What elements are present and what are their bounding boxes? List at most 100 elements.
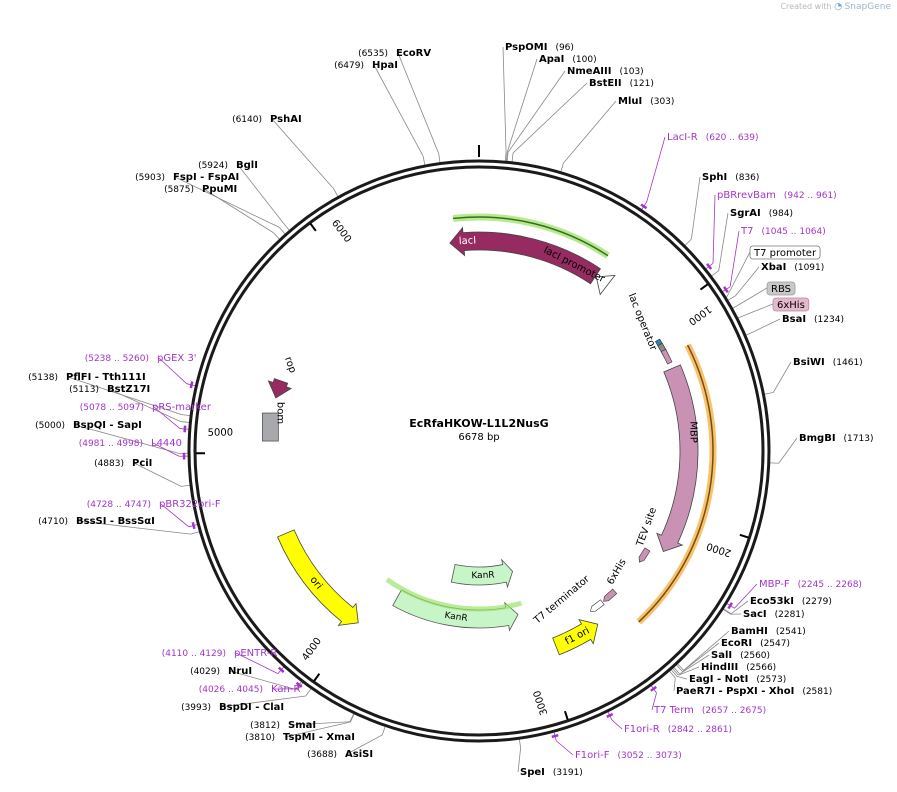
enzyme-eco53ki[interactable]: Eco53kI(2279) xyxy=(750,596,832,607)
enzyme-bgli[interactable]: BglI(5924) xyxy=(198,160,258,171)
enzyme-asisi[interactable]: AsiSI(3688) xyxy=(307,749,373,760)
enzyme-bspqi-sapi[interactable]: BspQI - SapI(5000) xyxy=(35,420,142,431)
enzyme-nmeaiii[interactable]: NmeAIII(103) xyxy=(567,66,644,77)
tick-mark-3000 xyxy=(563,710,569,721)
site-name: PshAI xyxy=(270,114,302,125)
leader-line xyxy=(678,666,700,676)
site-name: TspMI - XmaI xyxy=(283,732,355,743)
enzyme-pflfi-tth111i[interactable]: PflFI - Tth111I(5138) xyxy=(28,372,146,383)
site-name: BsiWI xyxy=(793,357,825,368)
site-position: (1045 .. 1064) xyxy=(761,227,825,237)
enzyme-bsssi-bsss-i[interactable]: BssSI - BssSαI(4710) xyxy=(38,516,155,527)
site-name: BspDI - ClaI xyxy=(219,702,284,713)
feature-laci-promoter xyxy=(595,274,616,296)
leader-line xyxy=(651,692,657,711)
site-position: (2245 .. 2268) xyxy=(798,580,862,590)
enzyme-saci[interactable]: SacI(2281) xyxy=(743,609,805,620)
leader-line xyxy=(778,437,798,464)
enzyme-bsai[interactable]: BsaI(1234) xyxy=(782,314,844,325)
primer-mark xyxy=(723,286,729,294)
credit-prefix: Created with xyxy=(780,2,832,11)
enzyme-sphi[interactable]: SphI(836) xyxy=(702,172,759,183)
primer-l4440[interactable]: L4440(4981 .. 4998) xyxy=(79,438,182,449)
enzyme-mlui[interactable]: MluI(303) xyxy=(618,96,674,107)
enzyme-ppumi[interactable]: PpuMI(5875) xyxy=(164,184,237,195)
primer-pbr322ori-f[interactable]: pBR322ori-F(4728 .. 4747) xyxy=(87,499,221,510)
small-feature-arrow xyxy=(589,599,605,612)
enzyme-hindiii[interactable]: HindIII(2566) xyxy=(701,662,776,673)
enzyme-hpai[interactable]: HpaI(6479) xyxy=(334,60,398,71)
enzyme-bspdi-clai[interactable]: BspDI - ClaI(3993) xyxy=(181,702,284,713)
leader-line xyxy=(512,82,588,154)
primer-mark xyxy=(189,381,194,389)
site-name: AsiSI xyxy=(345,749,373,760)
feature-box-rbs[interactable]: RBS xyxy=(766,281,796,296)
leader-stub xyxy=(518,739,522,749)
enzyme-smai[interactable]: SmaI(3812) xyxy=(250,720,316,731)
enzyme-pspomi[interactable]: PspOMI(96) xyxy=(505,42,574,53)
site-position: (5238 .. 5260) xyxy=(85,354,149,364)
site-name: Kan-R xyxy=(271,684,300,695)
leader-line xyxy=(673,677,676,692)
leader-stub xyxy=(722,609,731,615)
enzyme-ecori[interactable]: EcoRI(2547) xyxy=(721,638,790,649)
enzyme-eagi-noti[interactable]: EagI - NotI(2573) xyxy=(689,674,786,685)
enzyme-spei[interactable]: SpeI(3191) xyxy=(520,767,583,778)
primer-mbp-f[interactable]: MBP-F(2245 .. 2268) xyxy=(759,579,862,590)
enzyme-pcii[interactable]: PciI(4883) xyxy=(94,458,152,469)
site-position: (2281) xyxy=(775,610,805,620)
feature-box-frame xyxy=(766,281,796,296)
enzyme-xbai[interactable]: XbaI(1091) xyxy=(761,262,824,273)
leader-line xyxy=(506,58,538,153)
primer-prs-marker[interactable]: pRS-marker(5078 .. 5097) xyxy=(80,402,212,413)
site-name: T7 Term xyxy=(653,705,694,716)
plasmid-length: 6678 bp xyxy=(458,432,499,443)
enzyme-sali[interactable]: SalI(2560) xyxy=(711,650,770,661)
site-name: pBR322ori-F xyxy=(159,499,221,510)
primer-t7-term[interactable]: T7 Term(2657 .. 2675) xyxy=(653,705,766,716)
primer-mark xyxy=(640,203,648,210)
small-feature-marker xyxy=(660,349,673,365)
enzyme-bstz17i[interactable]: BstZ17I(5113) xyxy=(69,384,150,395)
primer-t7[interactable]: T7(1045 .. 1064) xyxy=(740,226,826,237)
feature-kanr-label: KanR xyxy=(471,571,495,582)
primer-pentr-r[interactable]: pENTR-R(4110 .. 4129) xyxy=(162,648,278,659)
feature-box-text: 6xHis xyxy=(777,300,805,311)
primer-mark xyxy=(551,733,559,739)
leader-line xyxy=(220,695,306,708)
leader-line xyxy=(737,303,774,319)
enzyme-apai[interactable]: ApaI(100) xyxy=(539,54,597,65)
enzyme-sgrai[interactable]: SgrAI(984) xyxy=(730,208,793,219)
leader-stub xyxy=(673,667,681,675)
primer-f1ori-r[interactable]: F1ori-R(2842 .. 2861) xyxy=(624,724,732,735)
feature-ori xyxy=(277,529,359,626)
enzyme-bsiwi[interactable]: BsiWI(1461) xyxy=(793,357,863,368)
site-name: L4440 xyxy=(151,438,182,449)
primer-pbrrevbam[interactable]: pBRrevBam(942 .. 961) xyxy=(717,190,837,201)
enzyme-pshai[interactable]: PshAI(6140) xyxy=(232,114,302,125)
primer-pgex-3[interactable]: pGEX 3'(5238 .. 5260) xyxy=(85,353,197,364)
enzyme-paer7i-pspxi-xhoi[interactable]: PaeR7I - PspXI - XhoI(2581) xyxy=(676,686,832,697)
feature-box-t7-promoter[interactable]: T7 promoter xyxy=(749,245,821,260)
site-position: (5000) xyxy=(35,421,65,431)
primer-mark xyxy=(650,685,657,692)
primer-mark xyxy=(191,521,196,530)
leader-line xyxy=(77,520,191,535)
enzyme-ecorv[interactable]: EcoRV(6535) xyxy=(358,48,431,59)
leader-line xyxy=(690,176,701,240)
enzyme-tspmi-xmai[interactable]: TspMI - XmaI(3810) xyxy=(245,732,355,743)
primer-laci-r[interactable]: LacI-R(620 .. 639) xyxy=(667,132,759,143)
primer-f1ori-f[interactable]: F1ori-F(3052 .. 3073) xyxy=(575,750,682,761)
feature-box-6xhis[interactable]: 6xHis xyxy=(772,297,810,312)
enzyme-bmgbi[interactable]: BmgBI(1713) xyxy=(799,433,873,444)
site-name: HpaI xyxy=(372,60,398,71)
primer-kan-r[interactable]: Kan-R(4026 .. 4045) xyxy=(199,684,301,695)
enzyme-fspi-fspai[interactable]: FspI - FspAI(5903) xyxy=(135,172,239,183)
leader-stub xyxy=(745,331,755,336)
tick-label-1000: 1000 xyxy=(686,303,713,327)
leader-line xyxy=(271,118,334,189)
enzyme-bsteii[interactable]: BstEII(121) xyxy=(589,78,654,89)
enzyme-bamhi[interactable]: BamHI(2541) xyxy=(731,626,806,637)
enzyme-nrui[interactable]: NruI(4029) xyxy=(190,666,252,677)
feature-label-t7-terminator: T7 terminator xyxy=(531,573,592,627)
